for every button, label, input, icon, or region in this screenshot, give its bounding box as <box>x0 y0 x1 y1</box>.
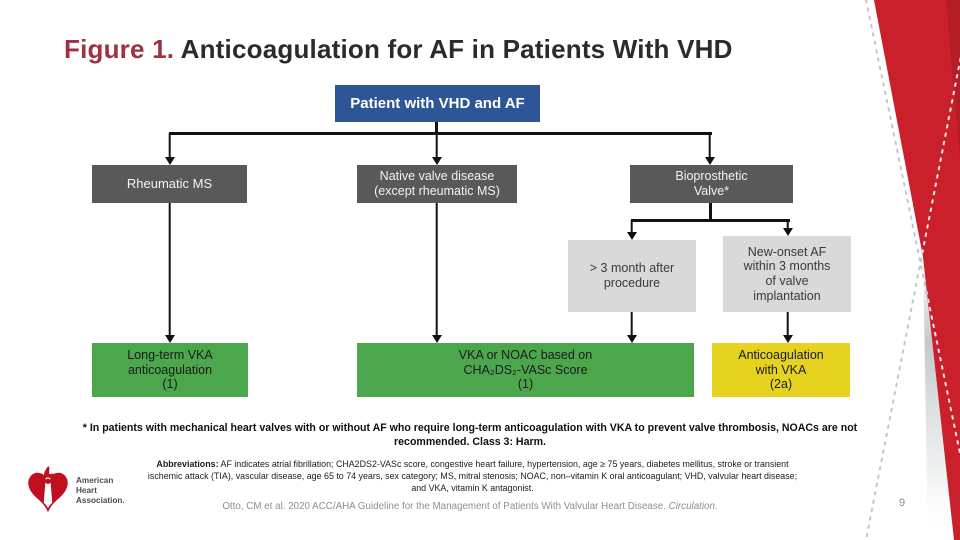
arrow-to-native <box>431 133 442 165</box>
node-label: New-onset AF <box>747 244 827 259</box>
page-title: Figure 1. Anticoagulation for AF in Pati… <box>64 34 733 65</box>
node-label: Long-term VKA <box>127 347 213 362</box>
node-longterm-vka: Long-term VKA anticoagulation (1) <box>92 343 248 397</box>
arrow-to-newonset <box>782 220 793 236</box>
node-label: Anticoagulation <box>738 347 824 362</box>
citation: Otto, CM et al. 2020 ACC/AHA Guideline f… <box>120 501 820 512</box>
node-new-onset-af: New-onset AF within 3 months of valve im… <box>723 236 851 312</box>
arrow-rheumatic-to-outcome <box>164 203 175 343</box>
aha-logo-text: American Heart Association. <box>76 476 125 506</box>
node-label: implantation <box>753 288 821 303</box>
node-label: of valve <box>765 274 809 288</box>
aha-logo-line: Heart <box>76 486 97 496</box>
citation-text: Otto, CM et al. 2020 ACC/AHA Guideline f… <box>222 501 669 512</box>
connector-root-stub <box>435 122 438 134</box>
abbreviations-text: AF indicates atrial fibrillation; CHA2DS… <box>147 459 798 493</box>
node-bioprosthetic-valve: Bioprosthetic Valve* <box>630 165 793 203</box>
aha-logo-line: American <box>76 476 114 486</box>
node-native-valve-disease: Native valve disease (except rheumatic M… <box>357 165 517 203</box>
node-label: with VKA <box>755 362 807 377</box>
node-vka-or-noac: VKA or NOAC based on CHA₂DS₂-VASc Score … <box>357 343 694 397</box>
node-label: anticoagulation <box>127 362 213 377</box>
aha-logo: American Heart Association. <box>26 466 125 516</box>
node-label: (2a) <box>769 377 793 392</box>
abbreviations-label: Abbreviations: <box>156 459 219 469</box>
arrow-to-rheumatic <box>164 133 175 165</box>
node-patient-vhd-af: Patient with VHD and AF <box>335 85 540 122</box>
node-label: Bioprosthetic <box>675 169 748 184</box>
node-label: within 3 months <box>743 259 831 274</box>
node-label: procedure <box>603 276 661 290</box>
node-label: Patient with VHD and AF <box>350 94 525 112</box>
page-number: 9 <box>899 497 906 509</box>
node-label: Rheumatic MS <box>126 176 213 192</box>
figure-title-text: Anticoagulation for AF in Patients With … <box>174 34 733 64</box>
arrow-to-3month <box>626 220 637 240</box>
aha-logo-line: Association. <box>76 495 125 505</box>
citation-journal: Circulation. <box>668 501 718 512</box>
node-rheumatic-ms: Rheumatic MS <box>92 165 247 203</box>
node-label: VKA or NOAC based on <box>458 347 593 362</box>
node-label: (1) <box>162 377 178 392</box>
arrow-to-bioprosthetic <box>704 133 715 165</box>
connector-bio-split-line <box>631 219 790 222</box>
abbreviations: Abbreviations: AF indicates atrial fibri… <box>145 459 800 494</box>
heart-torch-icon <box>28 466 68 513</box>
footnote: * In patients with mechanical heart valv… <box>82 422 858 448</box>
node-label: (1) <box>517 377 534 392</box>
node-label: (except rheumatic MS) <box>374 184 500 198</box>
connector-bio-stub <box>709 203 712 221</box>
arrow-newonset-to-outcome <box>782 312 793 343</box>
node-label: CHA₂DS₂-VASc Score <box>463 362 588 377</box>
node-label: Native valve disease <box>379 169 495 184</box>
node-label: > 3 month after <box>589 261 675 276</box>
arrow-native-to-outcome <box>431 203 442 343</box>
node-label: Valve* <box>693 184 730 198</box>
node-anticoagulation-vka-2a: Anticoagulation with VKA (2a) <box>712 343 850 397</box>
arrow-3month-to-outcome <box>626 312 637 343</box>
node-3-month-after-procedure: > 3 month after procedure <box>568 240 696 312</box>
figure-number: Figure 1. <box>64 34 175 64</box>
